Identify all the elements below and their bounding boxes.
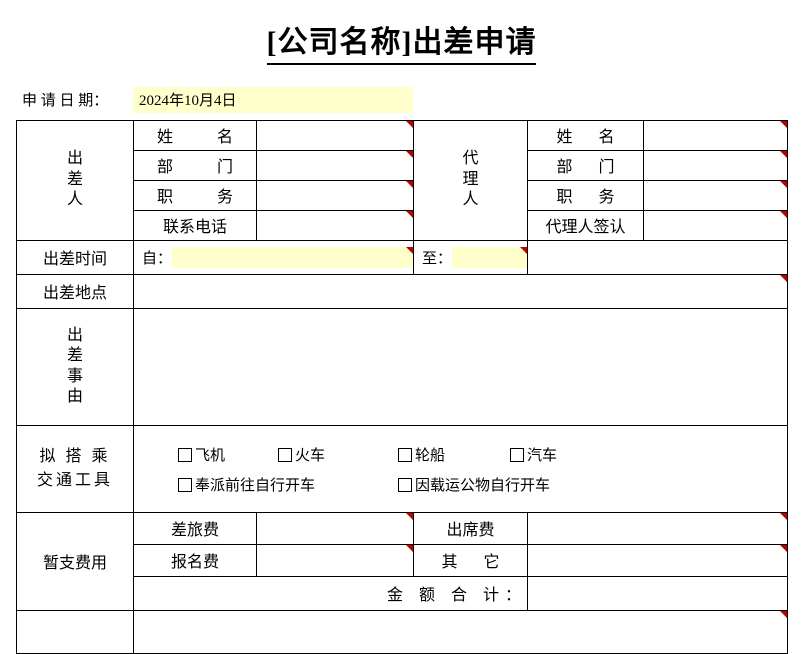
transport-options-row-1: 飞机 火车 轮船 汽车 <box>134 440 787 470</box>
table-row-contact: 联系电话 代理人签认 <box>17 209 788 241</box>
table-row-transport: 拟 搭 乘 交通工具 飞机 火车 <box>16 424 788 513</box>
checkbox-plane-label: 飞机 <box>195 448 226 464</box>
trip-time-to-cell: 至： <box>413 239 528 275</box>
checkbox-assigned-self-drive[interactable]: 奉派前往自行开车 <box>178 474 398 495</box>
checkbox-cargo-self-drive-label: 因载运公物自行开车 <box>415 478 551 494</box>
checkbox-train[interactable]: 火车 <box>278 444 398 465</box>
table-row-position: 职 务 职 务 <box>17 179 788 211</box>
advance-fees-group-label: 暂支费用 <box>16 511 134 611</box>
trip-time-to-label: 至： <box>414 246 452 268</box>
checkbox-train-label: 火车 <box>295 448 326 464</box>
traveler-department-label: 部 门 <box>133 149 257 181</box>
fee-travel-label: 差旅费 <box>133 511 257 545</box>
table-row-trip-reason: 出 差 事 由 <box>16 307 788 426</box>
agent-name-label: 姓 名 <box>527 119 644 151</box>
table-row-name: 出 差 人 姓 名 代 理 人 姓 名 <box>16 119 788 241</box>
fee-other-value[interactable] <box>527 543 788 577</box>
checkbox-bus[interactable]: 汽车 <box>510 444 557 465</box>
checkbox-assigned-self-drive-label: 奉派前往自行开车 <box>195 478 316 494</box>
transport-options-cell: 飞机 火车 轮船 汽车 <box>133 424 788 513</box>
trip-time-label: 出差时间 <box>16 239 134 275</box>
fee-attendance-value[interactable] <box>527 511 788 545</box>
agent-department-label: 部 门 <box>527 149 644 181</box>
checkbox-ship-label: 轮船 <box>415 448 446 464</box>
fee-registration-label: 报名费 <box>133 543 257 577</box>
agent-signature-value[interactable] <box>643 209 788 241</box>
checkbox-box-icon[interactable] <box>398 477 412 492</box>
agent-group-label-text: 代 理 人 <box>462 150 479 209</box>
bottom-row-label <box>16 609 134 654</box>
checkbox-ship[interactable]: 轮船 <box>398 444 510 465</box>
title-container: [公司名称]出差申请 <box>0 0 803 65</box>
agent-position-label: 职 务 <box>527 179 644 211</box>
trip-place-value[interactable] <box>133 273 788 309</box>
application-date-label: 申 请 日 期： <box>22 93 109 109</box>
fee-other-label: 其 它 <box>413 543 528 577</box>
total-amount-label: 金 额 合 计： <box>133 575 528 611</box>
traveler-group-label: 出 差 人 <box>16 119 134 241</box>
traveler-position-label: 职 务 <box>133 179 257 211</box>
checkbox-bus-label: 汽车 <box>527 448 558 464</box>
checkbox-box-icon[interactable] <box>178 477 192 492</box>
traveler-phone-value[interactable] <box>256 209 414 241</box>
traveler-phone-label: 联系电话 <box>133 209 257 241</box>
trip-time-range-cell: 自： <box>133 239 414 275</box>
agent-group-label: 代 理 人 <box>413 119 528 241</box>
trip-reason-label-text: 出 差 事 由 <box>66 326 83 405</box>
trip-reason-label: 出 差 事 由 <box>16 307 134 426</box>
trip-time-extra-value[interactable] <box>527 239 788 275</box>
agent-department-value[interactable] <box>643 149 788 181</box>
agent-name-value[interactable] <box>643 119 788 151</box>
checkbox-box-icon[interactable] <box>178 447 192 462</box>
fee-travel-value[interactable] <box>256 511 414 545</box>
table-row-trip-time: 出差时间 自： 至： <box>16 239 788 275</box>
checkbox-box-icon[interactable] <box>510 447 524 462</box>
table-row-fees-2: 报名费 其 它 <box>17 543 788 577</box>
checkbox-plane[interactable]: 飞机 <box>178 444 278 465</box>
transport-label-text: 拟 搭 乘 交通工具 <box>36 447 113 489</box>
trip-time-to: 至： <box>414 246 527 268</box>
table-row-total: 金 额 合 计： <box>17 575 788 611</box>
transport-options: 飞机 火车 轮船 汽车 <box>134 428 787 510</box>
agent-position-value[interactable] <box>643 179 788 211</box>
traveler-position-value[interactable] <box>256 179 414 211</box>
traveler-name-label: 姓 名 <box>133 119 257 151</box>
trip-time-to-value[interactable] <box>452 246 527 268</box>
traveler-group-label-text: 出 差 人 <box>66 150 83 209</box>
total-amount-value[interactable] <box>527 575 788 611</box>
table-row-fees-1: 暂支费用 差旅费 出席费 <box>16 511 788 611</box>
agent-signature-label: 代理人签认 <box>527 209 644 241</box>
page-title: [公司名称]出差申请 <box>266 26 537 65</box>
trip-time-from-label: 自： <box>134 246 172 268</box>
table-row-bottom <box>16 609 788 654</box>
trip-reason-value[interactable] <box>133 307 788 426</box>
trip-time-range: 自： <box>134 246 413 268</box>
table-row-department: 部 门 部 门 <box>17 149 788 181</box>
fee-registration-value[interactable] <box>256 543 414 577</box>
checkbox-box-icon[interactable] <box>278 447 292 462</box>
bottom-row-value[interactable] <box>133 609 788 654</box>
transport-options-row-2: 奉派前往自行开车 因载运公物自行开车 <box>134 470 787 500</box>
application-date-row: 申 请 日 期： 2024年10月4日 <box>0 86 803 113</box>
transport-label: 拟 搭 乘 交通工具 <box>16 424 134 513</box>
trip-time-from-value[interactable] <box>172 246 413 268</box>
business-trip-application-table: 出 差 人 姓 名 代 理 人 姓 名 <box>16 119 788 654</box>
table-row-trip-place: 出差地点 <box>16 273 788 309</box>
trip-place-label: 出差地点 <box>16 273 134 309</box>
checkbox-box-icon[interactable] <box>398 447 412 462</box>
application-date-value[interactable]: 2024年10月4日 <box>133 86 413 113</box>
checkbox-cargo-self-drive[interactable]: 因载运公物自行开车 <box>398 474 550 495</box>
fee-attendance-label: 出席费 <box>413 511 528 545</box>
traveler-name-value[interactable] <box>256 119 414 151</box>
traveler-department-value[interactable] <box>256 149 414 181</box>
